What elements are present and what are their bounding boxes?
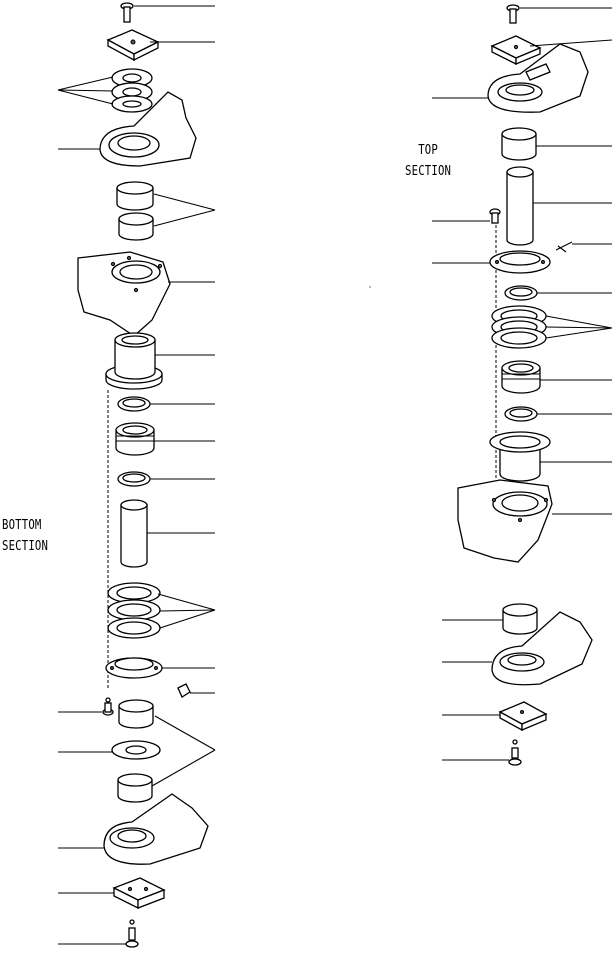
right-lower-arm [491,611,593,686]
left-lower-bushing-1 [118,699,154,729]
right-flanged-sleeve [489,431,551,482]
left-top-shims [111,68,153,113]
right-top-bolt [506,4,520,24]
left-lower-shims [107,582,161,639]
left-retainer-ring [105,657,163,679]
right-seal-ring-1 [504,285,538,301]
left-frame-casting [77,251,171,337]
speck [369,286,371,288]
left-upper-bushings [116,181,154,241]
right-upper-arm [487,43,589,113]
left-lock-bolt [102,697,114,716]
right-assembly [432,4,612,766]
left-leader-lines [57,5,216,945]
left-washer [111,740,161,760]
right-pivot-pin [506,166,534,246]
top-section-label-line2: SECTION [405,164,452,179]
left-seal-ring-2 [117,471,151,487]
left-bottom-plate [112,877,166,910]
left-threaded-bushing [115,422,155,456]
left-assembly [57,2,216,948]
bottom-section-label-line1: BOTTOM [2,518,42,533]
bottom-section-label: BOTTOM SECTION [2,515,48,557]
right-threaded-bushing [501,360,541,394]
left-grease-fitting [177,683,191,698]
left-bottom-bolt [125,919,139,948]
right-frame-casting [457,479,553,563]
right-lower-bushing [502,603,538,635]
right-bottom-plate [498,701,548,732]
left-flanged-sleeve [105,332,163,390]
right-upper-bushing [501,127,537,161]
right-top-plate [490,35,542,66]
left-top-bolt [120,2,134,23]
top-section-label: TOP SECTION [405,140,451,182]
right-lock-bolt [489,208,501,224]
bottom-section-label-line2: SECTION [2,539,49,554]
right-bottom-bolt [508,739,522,766]
top-section-label-line1: TOP [418,143,438,158]
right-seal-ring-2 [504,406,538,422]
left-lower-bushing-2 [117,773,153,803]
left-top-plate [106,29,160,62]
left-upper-arm [99,91,197,167]
left-pivot-pin [120,499,148,568]
right-retainer-ring [489,250,551,274]
left-lower-arm [103,793,209,865]
right-grease-fitting [555,241,573,253]
right-leader-lines [432,7,612,761]
left-seal-ring-1 [117,396,151,412]
right-shims [491,305,547,349]
